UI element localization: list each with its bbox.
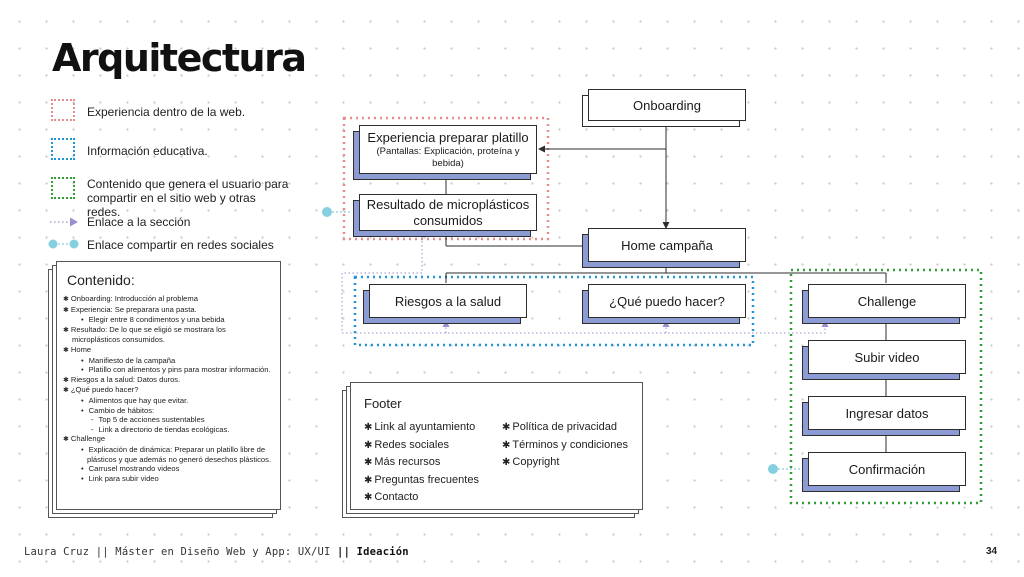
footer-link: Redes sociales (364, 437, 502, 455)
list-item: Elegir entre 8 condimentos y una bebida (63, 315, 272, 325)
list-item: Experiencia: Se preparara una pasta. (63, 305, 272, 316)
node-label: ¿Qué puedo hacer? (609, 294, 725, 309)
node-label: Home campaña (621, 238, 713, 253)
list-item: Carrusel mostrando videos (63, 464, 272, 474)
list-item: Onboarding: Introducción al problema (63, 294, 272, 305)
page-footer: Laura Cruz || Máster en Diseño Web y App… (24, 546, 409, 558)
section-link-arrow-icon (50, 217, 78, 227)
list-item: Platillo con alimentos y pins para mostr… (63, 365, 272, 375)
node-experiencia: Experiencia preparar platillo (Pantallas… (359, 125, 537, 174)
node-ingresar-datos: Ingresar datos (808, 396, 966, 430)
footer-panel: Footer Link al ayuntamiento Redes social… (350, 382, 643, 510)
node-sublabel: (Pantallas: Explicación, proteína y bebi… (376, 146, 520, 169)
node-label: Ingresar datos (845, 406, 929, 421)
legend-swatch-user-content (51, 177, 75, 199)
list-item: Riesgos a la salud: Datos duros. (63, 375, 272, 386)
legend-label-web-experience: Experiencia dentro de la web. (87, 105, 246, 119)
content-panel: Contenido: Onboarding: Introducción al p… (56, 261, 281, 510)
page-number: 34 (986, 546, 998, 557)
footer-link: Términos y condiciones (502, 437, 628, 455)
footer-link: Preguntas frecuentes (364, 472, 502, 490)
node-riesgos: Riesgos a la salud (369, 284, 527, 318)
footer-link: Link al ayuntamiento (364, 419, 502, 437)
list-item: Resultado: De lo que se eligió se mostra… (63, 325, 272, 336)
legend-label-social-share: Enlace compartir en redes sociales (87, 238, 274, 252)
list-item: Challenge (63, 434, 272, 445)
footer-links-col2: Política de privacidad Términos y condic… (502, 419, 628, 507)
node-label: Onboarding (633, 98, 701, 113)
list-item: plásticos y que además no generó desecho… (87, 454, 272, 464)
node-que-puedo-hacer: ¿Qué puedo hacer? (588, 284, 746, 318)
footer-links-col1: Link al ayuntamiento Redes sociales Más … (364, 419, 502, 507)
list-item: microplásticos consumidos. (72, 335, 165, 345)
node-label: Confirmación (848, 462, 926, 477)
list-item: Link a directorio de tiendas ecológicas. (63, 425, 272, 435)
footer-panel-title: Footer (364, 396, 402, 411)
footer-section: || Ideación (337, 546, 409, 558)
solid-connectors (445, 121, 887, 452)
list-item: Cambio de hábitos: (63, 406, 272, 416)
node-label: Experiencia preparar platillo (367, 130, 529, 145)
legend-label-educational: Información educativa. (87, 144, 208, 158)
node-label: Challenge (857, 294, 917, 309)
footer-author-line: Laura Cruz || Máster en Diseño Web y App… (24, 546, 331, 558)
node-subir-video: Subir video (808, 340, 966, 374)
page-title: Arquitectura (52, 36, 307, 80)
legend-swatch-web-experience (51, 99, 75, 121)
node-label: Riesgos a la salud (394, 294, 502, 309)
user-content-group-outline (789, 268, 983, 505)
list-item: Alimentos que hay que evitar. (63, 396, 272, 406)
legend-label-section-link: Enlace a la sección (87, 215, 191, 229)
footer-link: Política de privacidad (502, 419, 628, 437)
node-confirmacion: Confirmación (808, 452, 966, 486)
footer-link: Más recursos (364, 454, 502, 472)
list-item: Top 5 de acciones sustentables (63, 415, 272, 425)
list-item: Manifiesto de la campaña (63, 356, 272, 366)
node-label: Subir video (854, 350, 920, 365)
educational-group-outline (353, 275, 755, 347)
node-resultado: Resultado de microplásticos consumidos (359, 194, 537, 231)
list-item: Link para subir video (63, 474, 272, 484)
node-label: Resultado de microplásticos consumidos (366, 197, 530, 228)
footer-link: Contacto (364, 489, 502, 507)
legend-label-user-content: Contenido que genera el usuario para com… (87, 177, 289, 219)
social-share-link-icon (48, 239, 79, 249)
section-link-connectors (341, 233, 826, 334)
list-item: Home (63, 345, 272, 356)
content-list: Onboarding: Introducción al problema Exp… (63, 294, 272, 483)
list-item: ¿Qué puedo hacer? (63, 385, 272, 396)
node-challenge: Challenge (808, 284, 966, 318)
list-item: Explicación de dinámica: Preparar un pla… (63, 445, 272, 455)
footer-link: Copyright (502, 454, 628, 472)
legend-swatch-educational (51, 138, 75, 160)
node-onboarding: Onboarding (588, 89, 746, 121)
content-panel-title: Contenido: (67, 272, 135, 288)
node-home: Home campaña (588, 228, 746, 262)
